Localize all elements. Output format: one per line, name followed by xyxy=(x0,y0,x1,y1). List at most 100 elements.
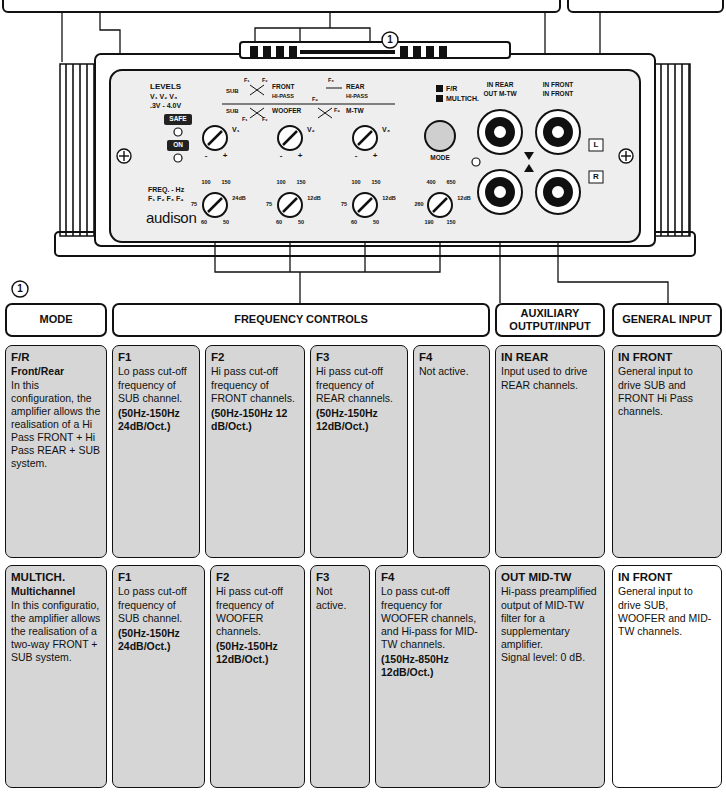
panel-label: SAFE xyxy=(169,116,186,123)
cell-heading: F4 xyxy=(419,350,484,364)
panel-label: - xyxy=(280,152,283,160)
column-header: AUXILIARY OUTPUT/INPUT xyxy=(495,303,605,337)
column-header: MODE xyxy=(5,303,107,337)
panel-label: 100 xyxy=(201,180,210,186)
panel-label: 260 xyxy=(414,202,423,208)
cell-text: (50Hz-150Hz 24dB/Oct.) xyxy=(118,627,199,653)
panel-label: V₂ xyxy=(307,126,315,133)
panel-label: - xyxy=(205,152,208,160)
panel-label: F₁ xyxy=(244,78,250,84)
panel-label: REAR xyxy=(346,84,364,91)
panel-label: FREQ. - Hz xyxy=(148,186,184,193)
callout-number: 1 xyxy=(17,284,23,294)
panel-label: OUT M-TW xyxy=(483,91,516,98)
panel-label: 60 xyxy=(201,220,207,226)
table-cell: IN REARInput used to drive REAR channels… xyxy=(495,345,605,558)
panel-label: HI-PASS xyxy=(272,94,294,100)
panel-label: 100 xyxy=(276,180,285,186)
panel-label: 650 xyxy=(446,180,455,186)
panel-label: SUB xyxy=(226,88,239,94)
panel-label: 50 xyxy=(373,220,379,226)
cell-text: Lo pass cut-off frequency of SUB channel… xyxy=(118,365,194,404)
panel-label: + xyxy=(298,152,303,160)
cell-text: General input to drive SUB, WOOFER and M… xyxy=(618,585,716,638)
panel-label: 190 xyxy=(424,220,433,226)
table-cell: IN FRONTGeneral input to drive SUB, WOOF… xyxy=(612,565,722,788)
cell-text: In this configuratio, the amplifier allo… xyxy=(11,599,101,665)
panel-label: 50 xyxy=(223,220,229,226)
table-cell: F2Hi pass cut-off frequency of WOOFER ch… xyxy=(210,565,305,788)
cell-text: (50Hz-150Hz 24dB/Oct.) xyxy=(118,407,194,433)
table-cell: IN FRONTGeneral input to drive SUB and F… xyxy=(612,345,722,558)
cell-text: General input to drive SUB and FRONT Hi … xyxy=(618,365,716,418)
panel-label: 12dB xyxy=(307,196,320,202)
panel-label: V₁ V₂ V₃ xyxy=(150,93,177,100)
panel-label: 60 xyxy=(276,220,282,226)
cell-heading: IN FRONT xyxy=(618,350,716,364)
panel-label: + xyxy=(223,152,228,160)
cell-heading: MULTICH. xyxy=(11,570,101,584)
column-header: GENERAL INPUT xyxy=(612,303,722,337)
panel-label: 150 xyxy=(296,180,305,186)
table-cell: F2Hi pass cut-off frequency of FRONT cha… xyxy=(205,345,305,558)
cell-heading: GENERAL INPUT xyxy=(622,313,712,326)
cell-text: In this configuration, the amplifier all… xyxy=(11,379,101,471)
panel-label: - xyxy=(355,152,358,160)
cell-text: Not active. xyxy=(316,585,364,611)
callout-number: 1 xyxy=(387,35,393,45)
panel-label: + xyxy=(373,152,378,160)
cell-text: Hi pass cut-off frequency of WOOFER chan… xyxy=(216,585,299,638)
table-cell: F/RFront/RearIn this configuration, the … xyxy=(5,345,107,558)
cell-text: Signal level: 0 dB. xyxy=(501,651,599,664)
cell-heading: F/R xyxy=(11,350,101,364)
cell-text: (150Hz-850Hz 12dB/Oct.) xyxy=(381,653,484,679)
panel-label: F₁ xyxy=(242,117,248,123)
panel-label: .3V - 4.0V xyxy=(150,102,181,109)
cell-heading: F2 xyxy=(216,570,299,584)
panel-label: 12dB xyxy=(457,196,470,202)
panel-label: HI-PASS xyxy=(346,94,368,100)
cell-text: (50Hz-150Hz 12dB/Oct.) xyxy=(316,407,402,433)
cell-heading: IN FRONT xyxy=(618,570,716,584)
cell-heading: OUT MID-TW xyxy=(501,570,599,584)
panel-label: LEVELS xyxy=(150,83,181,91)
cell-text: Lo pass cut-off frequency for WOOFER cha… xyxy=(381,585,484,651)
panel-label: 150 xyxy=(446,220,455,226)
panel-label: IN FRONT xyxy=(543,91,574,98)
cell-heading: FREQUENCY CONTROLS xyxy=(234,313,368,326)
panel-label: L xyxy=(594,141,599,149)
cell-heading: F1 xyxy=(118,350,194,364)
cell-heading: F1 xyxy=(118,570,199,584)
panel-label: 24dB xyxy=(232,196,245,202)
table-cell: F4Not active. xyxy=(413,345,490,558)
panel-label: F/R xyxy=(446,85,457,92)
cell-text: Hi pass cut-off frequency of REAR channe… xyxy=(316,365,402,404)
cell-text: Multichannel xyxy=(11,585,101,598)
panel-label: SUB xyxy=(226,108,239,114)
panel-label: F₁ F₂ F₃ F₄ xyxy=(148,195,184,202)
cell-heading: IN REAR xyxy=(501,350,599,364)
cell-heading: F2 xyxy=(211,350,299,364)
table-cell: F1Lo pass cut-off frequency of SUB chann… xyxy=(112,565,205,788)
panel-label: R xyxy=(593,173,599,181)
table-cell: F4Lo pass cut-off frequency for WOOFER c… xyxy=(375,565,490,788)
cell-text: Input used to drive REAR channels. xyxy=(501,365,599,391)
cell-heading: F3 xyxy=(316,350,402,364)
panel-label: F₃ xyxy=(328,78,334,84)
cell-text: Front/Rear xyxy=(11,365,101,378)
table-cell: MULTICH.MultichannelIn this configuratio… xyxy=(5,565,107,788)
panel-label: 150 xyxy=(371,180,380,186)
panel-label: WOOFER xyxy=(272,108,301,115)
panel-label: MULTICH. xyxy=(446,95,479,102)
panel-label: IN FRONT xyxy=(543,82,574,89)
cell-text: Lo pass cut-off frequency of SUB channel… xyxy=(118,585,199,624)
panel-label: 50 xyxy=(298,220,304,226)
table-cell: F1Lo pass cut-off frequency of SUB chann… xyxy=(112,345,200,558)
panel-label: V₃ xyxy=(382,126,390,133)
cell-heading: MODE xyxy=(40,313,73,326)
panel-label: 150 xyxy=(221,180,230,186)
cell-text: (50Hz-150Hz 12 dB/Oct.) xyxy=(211,407,299,433)
cell-heading: F3 xyxy=(316,570,364,584)
panel-label: F₂ xyxy=(262,117,268,123)
